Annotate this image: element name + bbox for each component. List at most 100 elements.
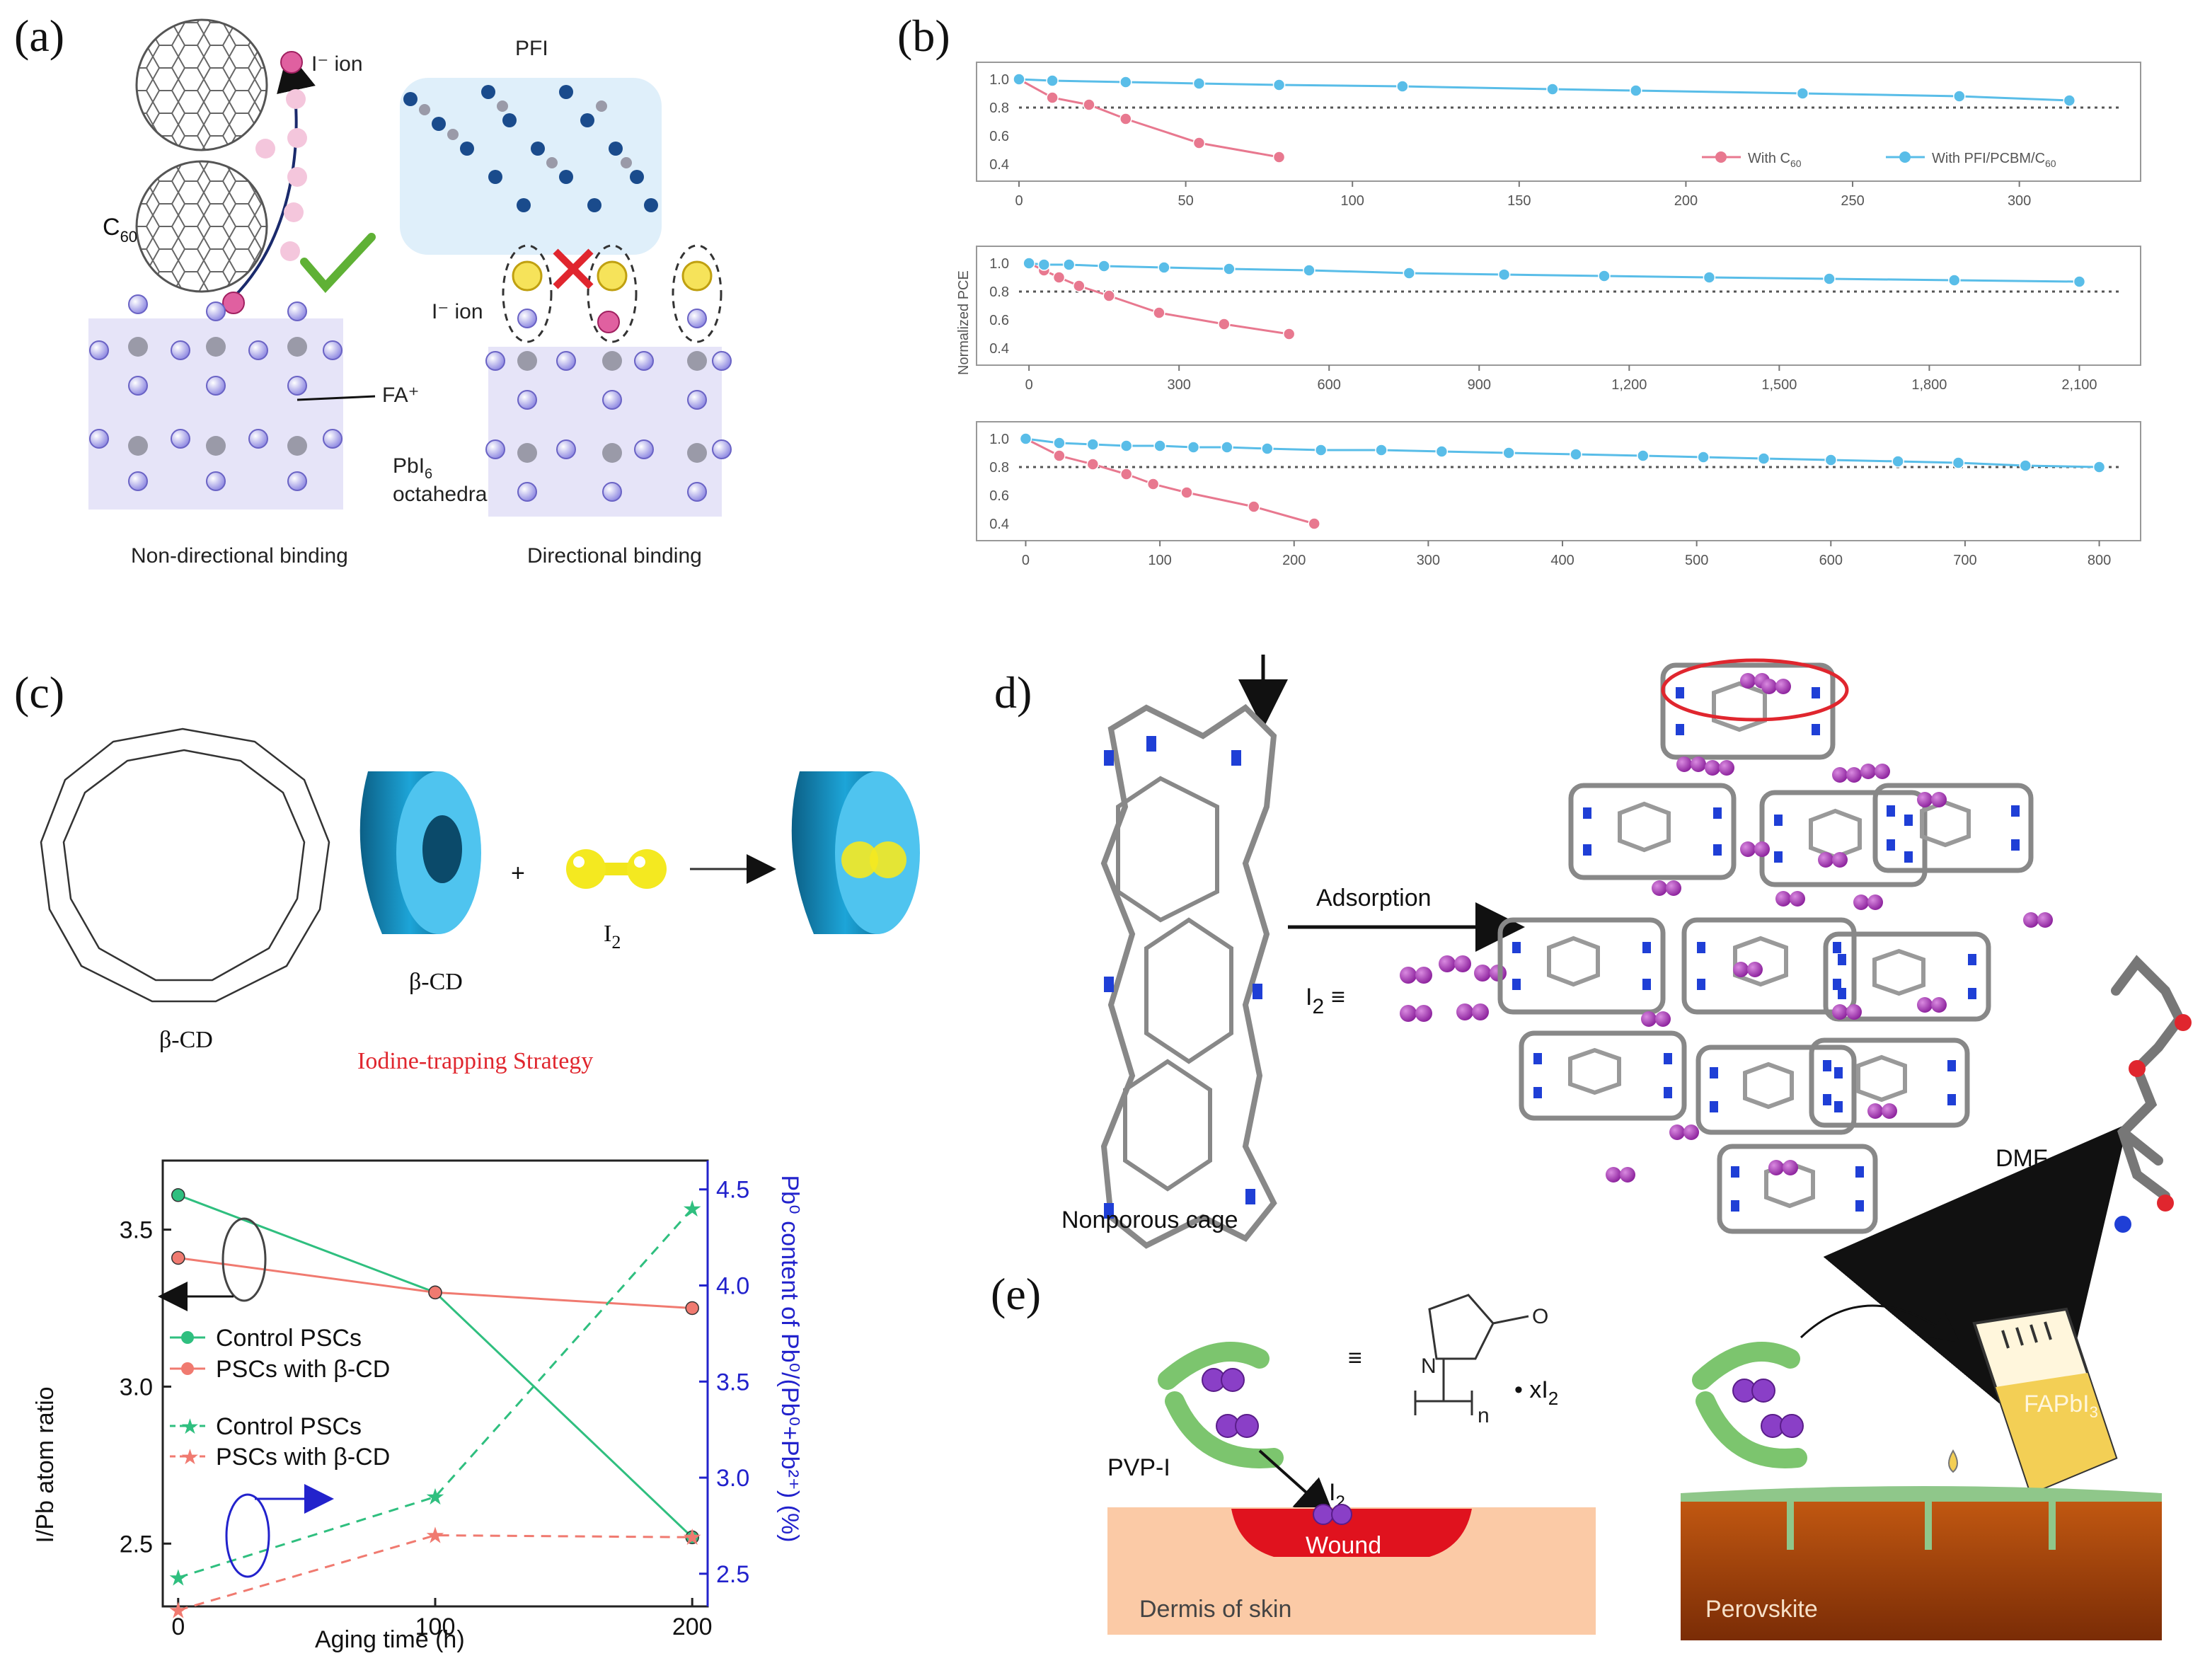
data-point	[1697, 451, 1710, 464]
data-point	[1098, 260, 1110, 272]
c-star-point: ★	[682, 1196, 703, 1221]
x-tick-label: 1,500	[1761, 377, 1797, 393]
perovskite-lattice-left	[88, 294, 343, 510]
iodine-atom	[1790, 891, 1805, 907]
pvp-n-atom: N	[1421, 1354, 1437, 1378]
data-point	[1403, 267, 1416, 280]
c-y-tick-label: 2.5	[120, 1531, 153, 1558]
data-point	[1314, 444, 1328, 456]
x-tick-label: 700	[1953, 553, 1976, 568]
series-line	[1018, 78, 1279, 159]
data-point	[2092, 461, 2106, 473]
pvp-chain-left	[1158, 1342, 1270, 1390]
y-tick-label: 1.0	[989, 256, 1009, 272]
iodine-atom	[1705, 760, 1720, 776]
c-series-line	[178, 1257, 693, 1310]
i2-equiv-label: I2≡	[1306, 984, 1345, 1018]
cage-unit	[1823, 931, 1991, 1022]
c-y2-tick-label: 4.5	[716, 1177, 749, 1204]
data-point	[1119, 468, 1133, 481]
x-tick-label: 50	[1178, 193, 1193, 209]
c-y-tick-label: 3.0	[120, 1374, 153, 1400]
c-x-tick-label: 0	[171, 1613, 185, 1640]
chart-frame	[976, 246, 2141, 366]
xi2-label: • xI2	[1514, 1376, 1558, 1409]
panel-e-label: (e)	[991, 1269, 1041, 1319]
x-tick-label: 300	[1417, 553, 1440, 568]
data-point	[1502, 447, 1515, 459]
iodine-atom	[1676, 756, 1692, 772]
data-point	[1037, 258, 1051, 271]
data-point	[1435, 445, 1449, 458]
iodine-atom	[1606, 1167, 1621, 1183]
data-point	[2073, 275, 2086, 288]
data-point	[1570, 448, 1582, 461]
x-tick-label: 400	[1550, 553, 1574, 568]
chart-frame	[976, 421, 2141, 541]
iodine-atom	[1860, 764, 1876, 779]
series-line	[1028, 262, 2080, 283]
iodine-atom	[1733, 962, 1749, 977]
data-point	[1948, 274, 1961, 287]
iodine-atom	[1917, 792, 1933, 807]
dmf-arrow	[1823, 1123, 2128, 1447]
highlight-ellipse	[1661, 658, 1849, 722]
series-line	[1018, 78, 2070, 102]
data-point	[1146, 478, 1160, 490]
adsorption-label: Adsorption	[1316, 885, 1432, 911]
y-tick-label: 1.0	[989, 432, 1009, 447]
c-legend-0: Control PSCs	[216, 1325, 362, 1352]
grain-boundaries	[1787, 1500, 2056, 1550]
x-tick-label: 300	[1167, 377, 1190, 393]
data-point	[1052, 271, 1066, 284]
data-point	[1158, 261, 1170, 274]
c-x-tick-label: 100	[415, 1613, 456, 1640]
iodine-molecule	[566, 849, 667, 889]
iodine-atom	[1832, 767, 1848, 783]
y-tick-label: 0.8	[989, 100, 1009, 116]
iodine-atom	[1931, 997, 1947, 1013]
iodine-atom	[1666, 880, 1681, 896]
c-y2-tick-label: 4.0	[716, 1273, 749, 1300]
x-tick-label: 800	[2088, 553, 2111, 568]
pvp-chain-right	[1692, 1342, 1800, 1390]
legend-marker-pfi	[1899, 151, 1911, 163]
iodine-atom	[1853, 894, 1869, 910]
left-caption: Non-directional binding	[131, 544, 348, 568]
fa-cation-label: FA⁺	[382, 384, 420, 407]
x-tick-label: 600	[1318, 377, 1341, 393]
perovskite-layer	[1681, 1493, 2162, 1640]
c-series-line	[178, 1534, 693, 1611]
iodine-atom	[1754, 841, 1770, 857]
data-point	[1046, 91, 1059, 104]
cage-nitrogen-atoms	[1104, 736, 1262, 1219]
iodine-atom	[1655, 1011, 1671, 1027]
c-circle-point	[685, 1301, 699, 1316]
c60-molecule-bottom	[135, 160, 268, 293]
y-tick-label: 0.6	[989, 313, 1009, 328]
pvp-iodine-right	[1732, 1379, 1804, 1438]
adsorbed-iodine	[1606, 673, 2053, 1183]
data-point	[1396, 80, 1409, 93]
pbi6-label: PbI6	[393, 454, 432, 482]
c-y-tick-label: 3.5	[120, 1217, 153, 1244]
data-point	[1824, 454, 1838, 466]
iodine-atom	[1775, 679, 1791, 694]
x-tick-label: 100	[1341, 193, 1364, 209]
data-point	[1497, 268, 1511, 281]
droplet-icon	[1948, 1449, 1958, 1473]
addition-arrow	[1800, 1304, 1960, 1343]
data-point	[1023, 257, 1035, 270]
iodide-ion-trail	[222, 51, 307, 314]
iodine-atom	[2037, 912, 2053, 928]
data-point	[1019, 432, 1032, 445]
y-tick-label: 0.4	[989, 341, 1009, 357]
data-point	[1119, 113, 1132, 125]
data-point	[1119, 439, 1133, 452]
pvp-iodine-left	[1202, 1368, 1259, 1438]
pvpi-label: PVP-I	[1107, 1454, 1170, 1481]
iodine-atom	[1761, 679, 1777, 694]
c-x-tick-label: 200	[672, 1613, 713, 1640]
